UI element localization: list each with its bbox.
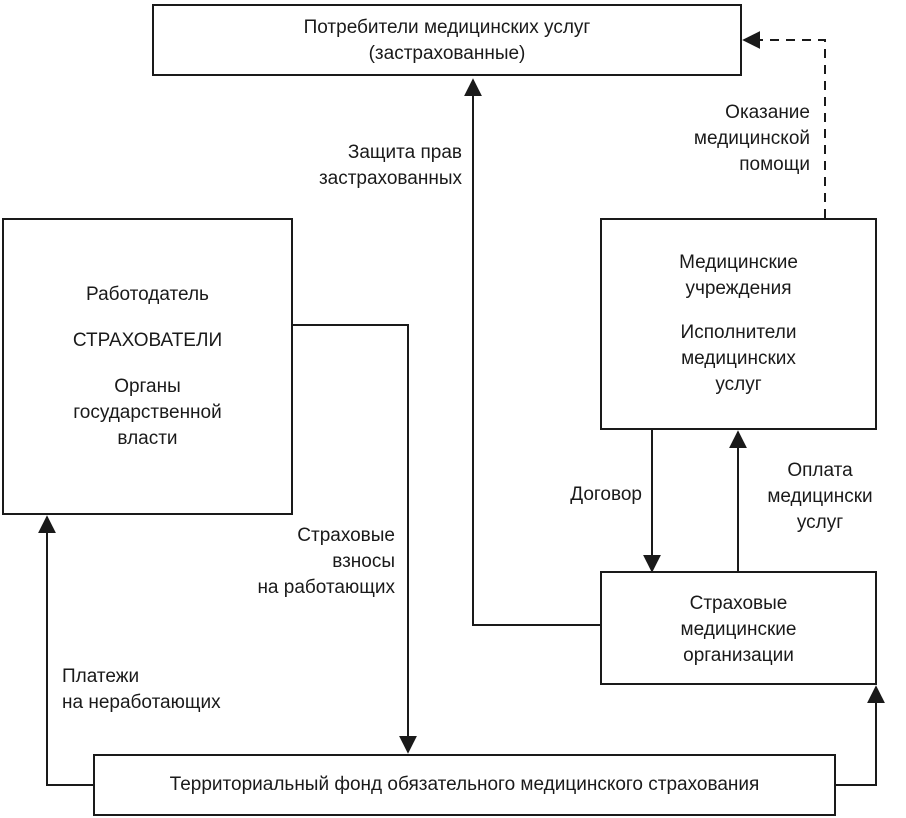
insurance-orgs-box: Страховые медицинские организации: [600, 571, 877, 685]
insurers-box: Работодатель СТРАХОВАТЕЛИ Органы государ…: [2, 218, 293, 515]
contributions-label: Страховые взносы на работающих: [257, 525, 395, 598]
gov-bodies-line2: государственной: [73, 402, 222, 423]
medical-care-label: Оказание медицинской помощи: [693, 102, 810, 175]
nonworking-payments-label: Платежи на неработающих: [62, 666, 221, 713]
territorial-fund-box: Территориальный фонд обязательного медиц…: [93, 754, 836, 816]
gov-bodies-line1: Органы: [114, 376, 181, 397]
consumers-box: Потребители медицинских услуг (застрахов…: [152, 4, 742, 76]
insurance-orgs-line1: Страховые: [689, 593, 788, 614]
medical-institutions-line1: Медицинские: [679, 252, 798, 273]
gov-bodies-line3: власти: [117, 428, 178, 449]
contributions-arrow: [293, 324, 417, 754]
rights-protection-label: Защита прав застрахованных: [318, 142, 462, 189]
consumers-subtitle: (застрахованные): [368, 43, 526, 64]
insurers-title: СТРАХОВАТЕЛИ: [72, 330, 223, 351]
employer-label: Работодатель: [86, 284, 209, 305]
rights-protection-arrow: [464, 78, 600, 626]
medical-care-arrow: [742, 31, 826, 218]
service-providers-line1: Исполнители: [680, 322, 797, 343]
payment-label: Оплата медицински услуг: [767, 460, 873, 533]
fund-to-insurers-arrow: [836, 685, 885, 786]
insurance-orgs-line2: медицинские: [680, 619, 797, 640]
consumers-title: Потребители медицинских услуг: [303, 17, 591, 38]
service-providers-line2: медицинских: [681, 348, 796, 369]
service-providers-line3: услуг: [715, 374, 762, 395]
medical-institutions-line2: учреждения: [685, 278, 792, 299]
nonworking-payments-arrow: [38, 515, 93, 786]
territorial-fund-label: Территориальный фонд обязательного медиц…: [169, 774, 760, 795]
insurance-orgs-line3: организации: [683, 645, 794, 666]
contract-label: Договор: [570, 484, 642, 505]
medical-institutions-box: Медицинские учреждения Исполнители медиц…: [600, 218, 877, 430]
